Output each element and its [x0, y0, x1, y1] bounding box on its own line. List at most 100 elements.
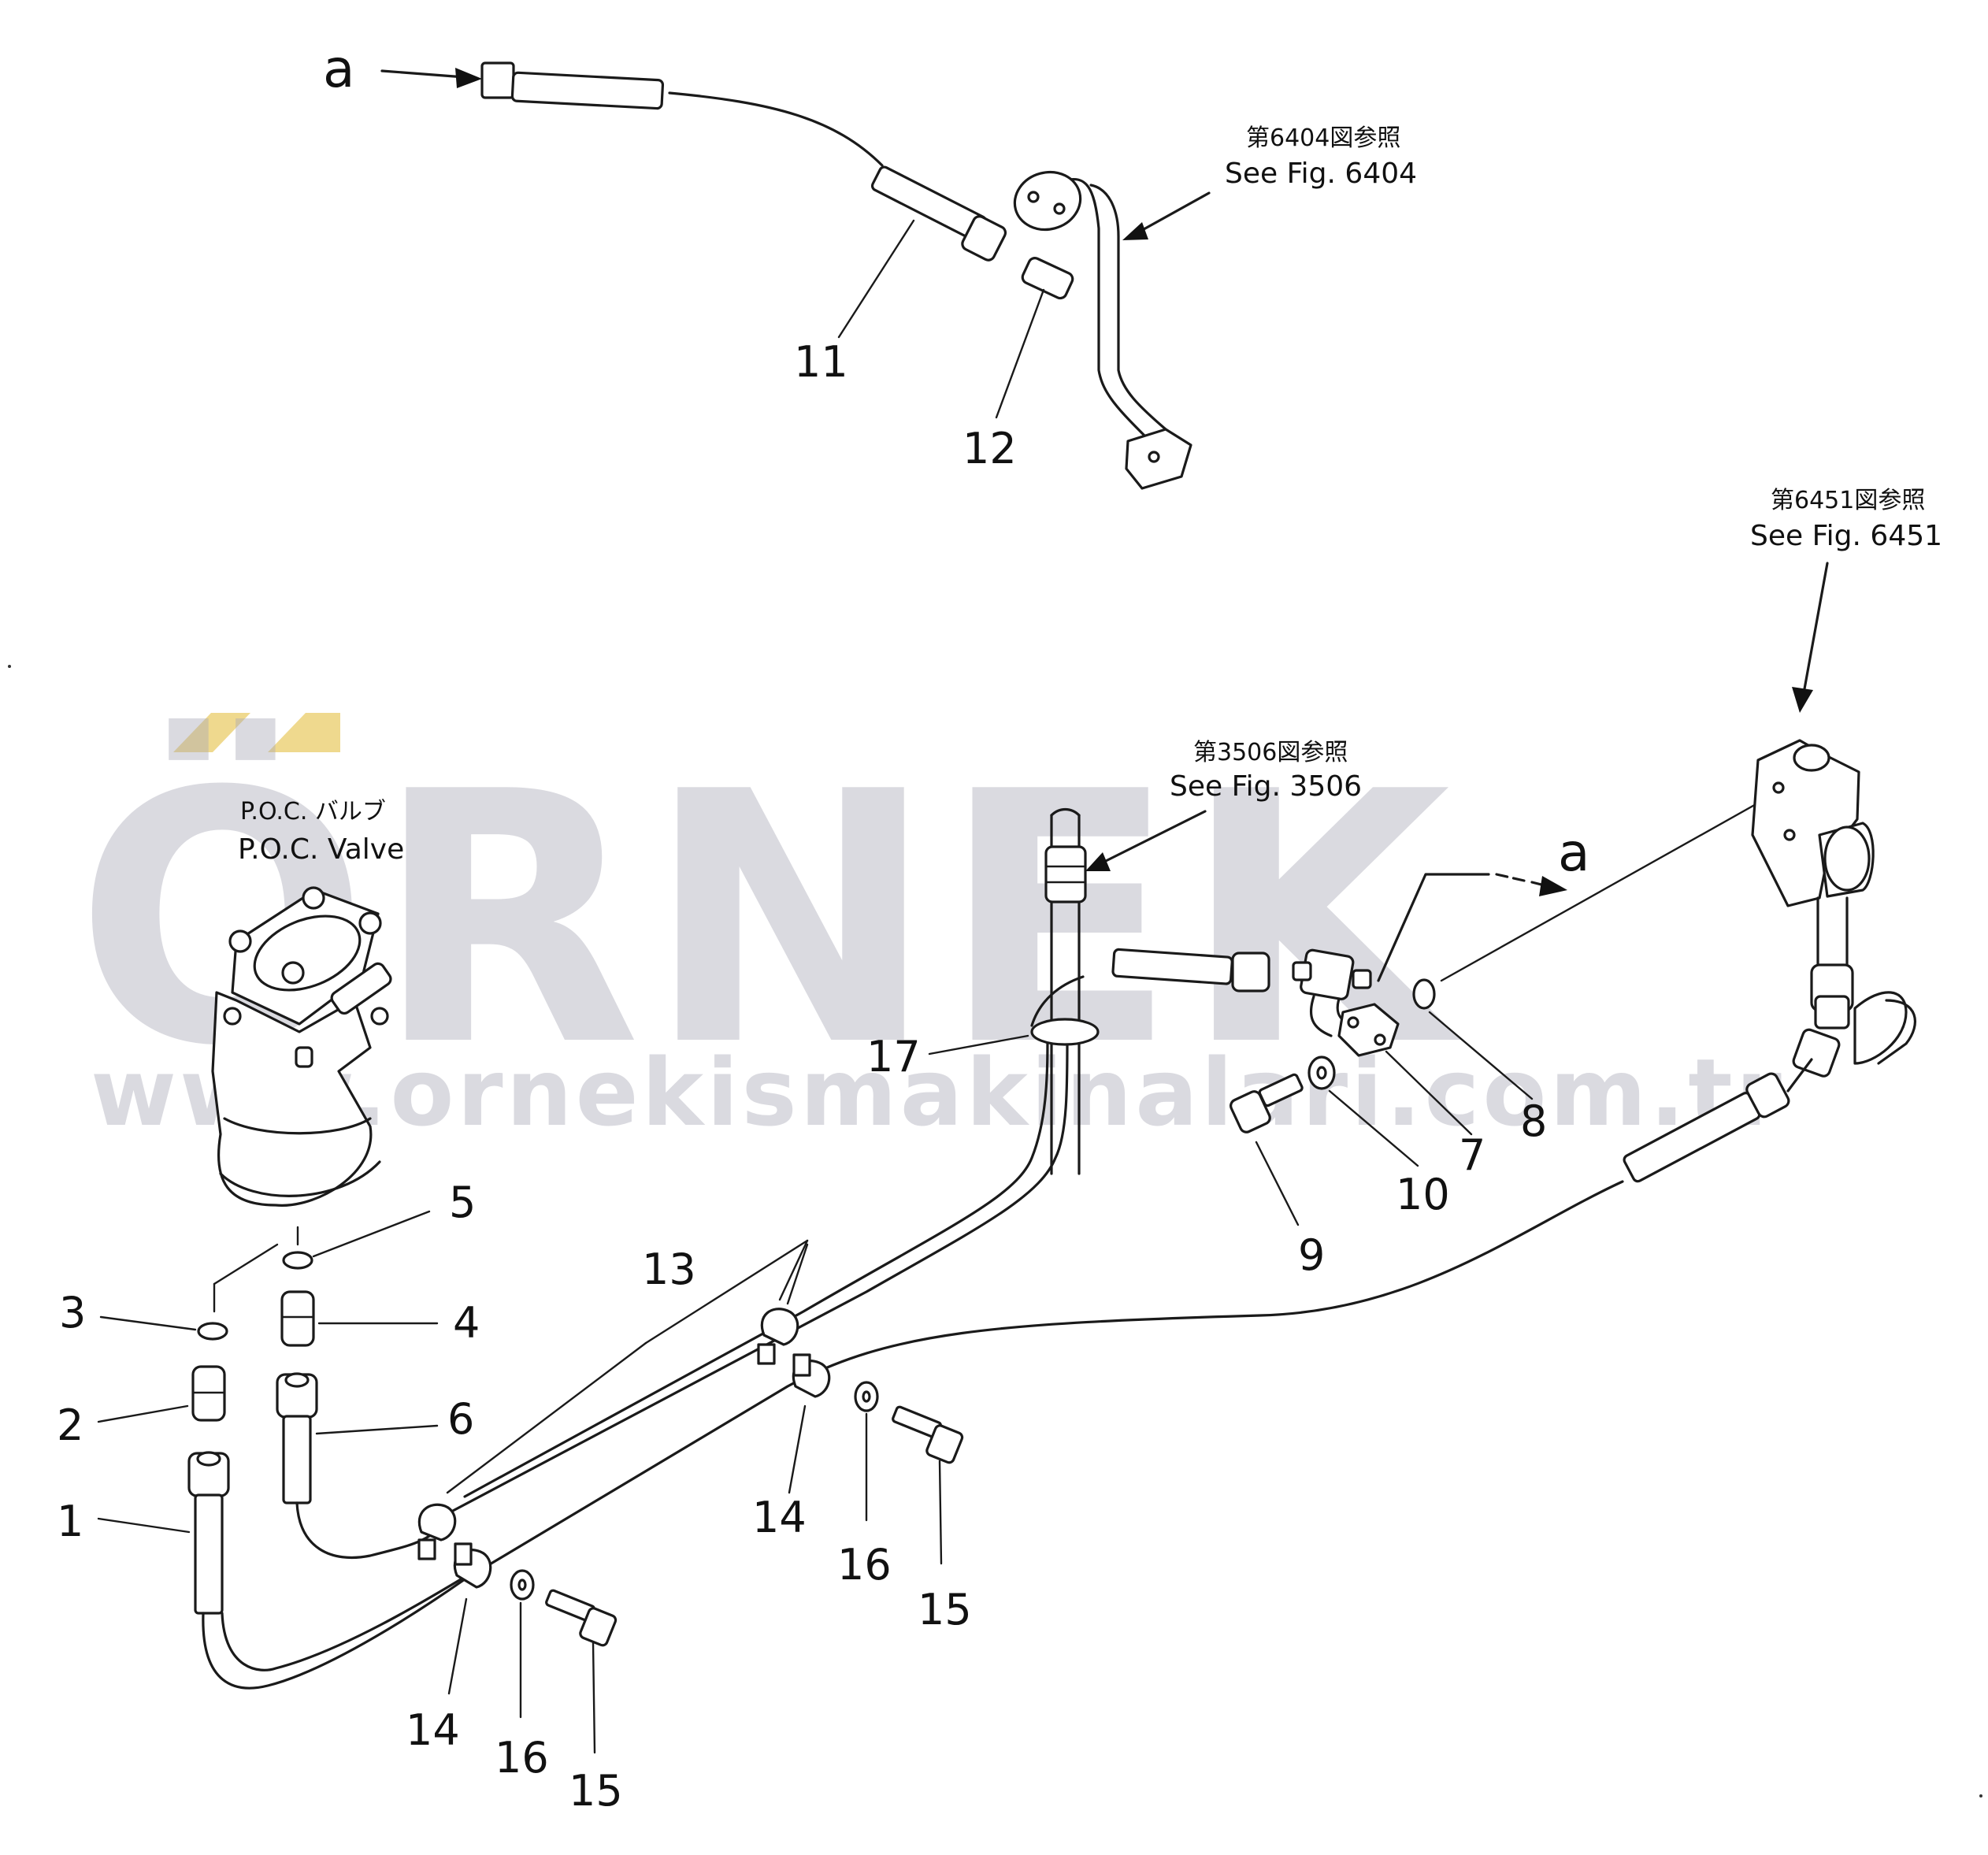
leader-8 [1428, 1011, 1534, 1100]
washer-16-left-hole [517, 1579, 527, 1591]
pump-bolt [1783, 829, 1796, 841]
label-15b: 15 [918, 1585, 972, 1634]
label-17: 17 [866, 1032, 921, 1081]
connector-12 [1021, 257, 1074, 300]
hose-11 [668, 91, 884, 167]
watermark-accent-left [173, 713, 250, 752]
leader-10 [1328, 1089, 1419, 1167]
poc-valve-en: P.O.C. Valve [238, 833, 404, 866]
leader-1 [97, 1517, 191, 1534]
flange-bolt-hole [1027, 191, 1040, 203]
pipe-6404-inner [1089, 184, 1167, 431]
ref-6404-jp: 第6404図参照 [1246, 124, 1400, 152]
label-1: 1 [57, 1497, 83, 1546]
poc-valve-bolt [228, 929, 252, 953]
alignment-line-8 [1440, 798, 1766, 982]
mark-a-right-dash [1495, 873, 1526, 882]
ref-6404-arrowhead [1122, 222, 1148, 240]
label-13: 13 [642, 1245, 696, 1294]
pump-side-port [1823, 825, 1871, 892]
label-14b: 14 [752, 1493, 807, 1542]
leader-11 [837, 219, 915, 339]
label-16b: 16 [837, 1540, 892, 1590]
hose-1-route-b [221, 1566, 482, 1671]
label-7: 7 [1459, 1130, 1485, 1180]
centerline-valve-left-diag [213, 1243, 279, 1286]
ref-3506-arrowhead [1085, 852, 1111, 871]
poc-valve-jp: P.O.C. バルブ [240, 798, 386, 825]
poc-valve-rim [219, 1160, 381, 1197]
poc-valve-body [211, 991, 373, 1207]
leader-17 [928, 1034, 1029, 1055]
hose-13-route [463, 1030, 1049, 1498]
clamp-upper-left [417, 1503, 457, 1542]
label-10: 10 [1396, 1170, 1450, 1219]
leader-12 [995, 288, 1045, 419]
clamps: 14 16 15 14 16 15 [406, 1243, 972, 1816]
flange-bolt-hole [1053, 202, 1066, 215]
watermark-url: www.ornekismakinalari.com.tr [91, 1038, 1785, 1147]
mark-a-right-dash2 [1530, 881, 1549, 888]
pump-to-hose-line [1786, 1058, 1813, 1093]
hose-6-nut-bore [284, 1372, 310, 1388]
pipe-3506-top [1050, 807, 1081, 817]
mark-a-arrow-line [380, 69, 466, 79]
elbow-7-stub-left [1292, 961, 1312, 981]
label-2: 2 [57, 1401, 83, 1450]
leader-3 [99, 1315, 197, 1331]
poc-valve: P.O.C. バルブ P.O.C. Valve [211, 798, 404, 1207]
clamp-14-left-tab [454, 1542, 473, 1566]
ref-6451-jp: 第6451図参照 [1771, 487, 1925, 514]
ref-3506-arrow-line [1101, 810, 1207, 864]
pump-port-top [1793, 744, 1830, 772]
clamp-middle-upper-tab [757, 1343, 776, 1365]
mark-a-top: a [323, 39, 354, 99]
ref-6451-arrowhead [1792, 687, 1813, 713]
poc-valve-side-bolt [223, 1007, 242, 1026]
label-6: 6 [447, 1394, 474, 1444]
elbow-7-neck-a [1309, 995, 1333, 1037]
washer-16-middle-hole [862, 1390, 871, 1403]
label-3: 3 [59, 1288, 86, 1337]
poc-valve-cap [253, 915, 362, 992]
ref-3506-jp: 第3506図参照 [1193, 739, 1348, 766]
fig-6451-group: 第6451図参照 See Fig. 6451 [1750, 487, 1942, 1093]
ref-6404-en: See Fig. 6404 [1225, 158, 1417, 190]
stray-dot [1979, 1794, 1982, 1797]
hose-routes: 13 [202, 1030, 1790, 1690]
watermark-accent-right [268, 713, 340, 752]
pipe-3506-fitting [1044, 845, 1087, 903]
hose-11-end-nut [480, 61, 515, 99]
poc-valve-bolt [302, 886, 325, 910]
bolt-15-left-head [579, 1607, 618, 1647]
connector-4 [280, 1290, 315, 1347]
oring-5 [282, 1251, 313, 1270]
ref-6451-arrow-line [1802, 562, 1829, 695]
label-8: 8 [1520, 1096, 1547, 1146]
hose-11-lower-nut [961, 215, 1007, 262]
ref-6451-en: See Fig. 6451 [1750, 520, 1942, 552]
leader-9 [1255, 1141, 1300, 1226]
pump-tube-fitting2 [1814, 995, 1850, 1030]
flange-bolt-hole [1148, 451, 1160, 463]
left-parts: 5 3 4 2 6 1 [57, 1178, 480, 1615]
poc-valve-bolt [281, 961, 305, 985]
clamp-17-band [1030, 975, 1085, 1027]
hose-13-right-nut [1231, 952, 1270, 992]
leader-6 [315, 1424, 439, 1435]
poc-valve-bolt [358, 911, 382, 935]
leader-15a [592, 1641, 596, 1754]
mark-a-right: a [1558, 822, 1589, 883]
mark-a-arrowhead [455, 68, 482, 88]
hose-1-right-nut [1745, 1072, 1790, 1119]
oring-8 [1412, 978, 1436, 1010]
elbow-7-flange-hole [1347, 1016, 1359, 1029]
leader-13 [446, 1341, 647, 1494]
leader-2 [97, 1404, 189, 1423]
poc-valve-post [295, 1046, 313, 1068]
pipe-6404-flange-top [1013, 170, 1082, 232]
label-14a: 14 [406, 1705, 460, 1755]
top-assembly: 第6404図参照 See Fig. 6404 11 12 a [323, 39, 1417, 490]
label-15a: 15 [569, 1766, 623, 1816]
